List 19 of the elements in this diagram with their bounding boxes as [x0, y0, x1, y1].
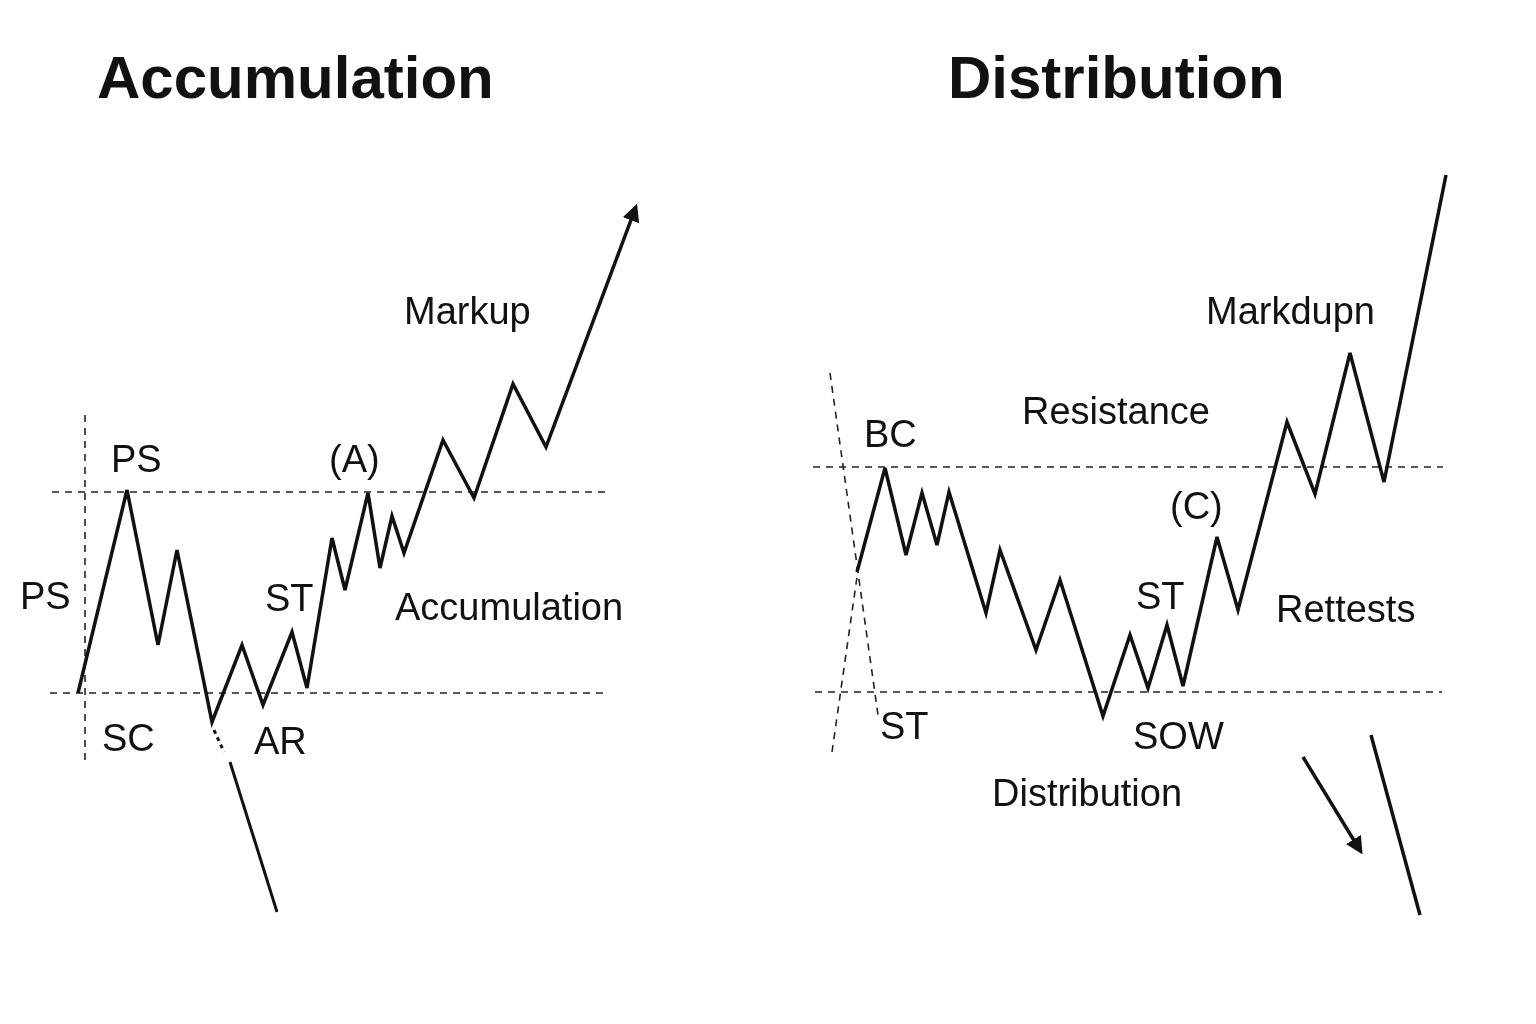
event-label: SC: [102, 719, 155, 757]
level-label: Resistance: [1022, 392, 1210, 430]
phase-label: Markdupn: [1206, 292, 1375, 330]
phase-label: Rettests: [1276, 590, 1416, 628]
event-label: AR: [254, 722, 307, 760]
event-label: (C): [1170, 487, 1223, 525]
event-label: ST: [1136, 577, 1185, 615]
event-label: PS: [111, 440, 162, 478]
phase-label: Markup: [404, 292, 531, 330]
section-heading: Accumulation: [97, 48, 494, 108]
event-label: BC: [864, 415, 917, 453]
event-label: PS: [20, 577, 71, 615]
event-label: (A): [329, 440, 380, 478]
event-label: ST: [265, 579, 314, 617]
phase-label: Distribution: [992, 774, 1183, 812]
event-label: SOW: [1133, 717, 1224, 755]
phase-label: Accumulation: [395, 588, 624, 626]
section-heading: Distribution: [948, 48, 1285, 108]
event-label: ST: [880, 707, 929, 745]
